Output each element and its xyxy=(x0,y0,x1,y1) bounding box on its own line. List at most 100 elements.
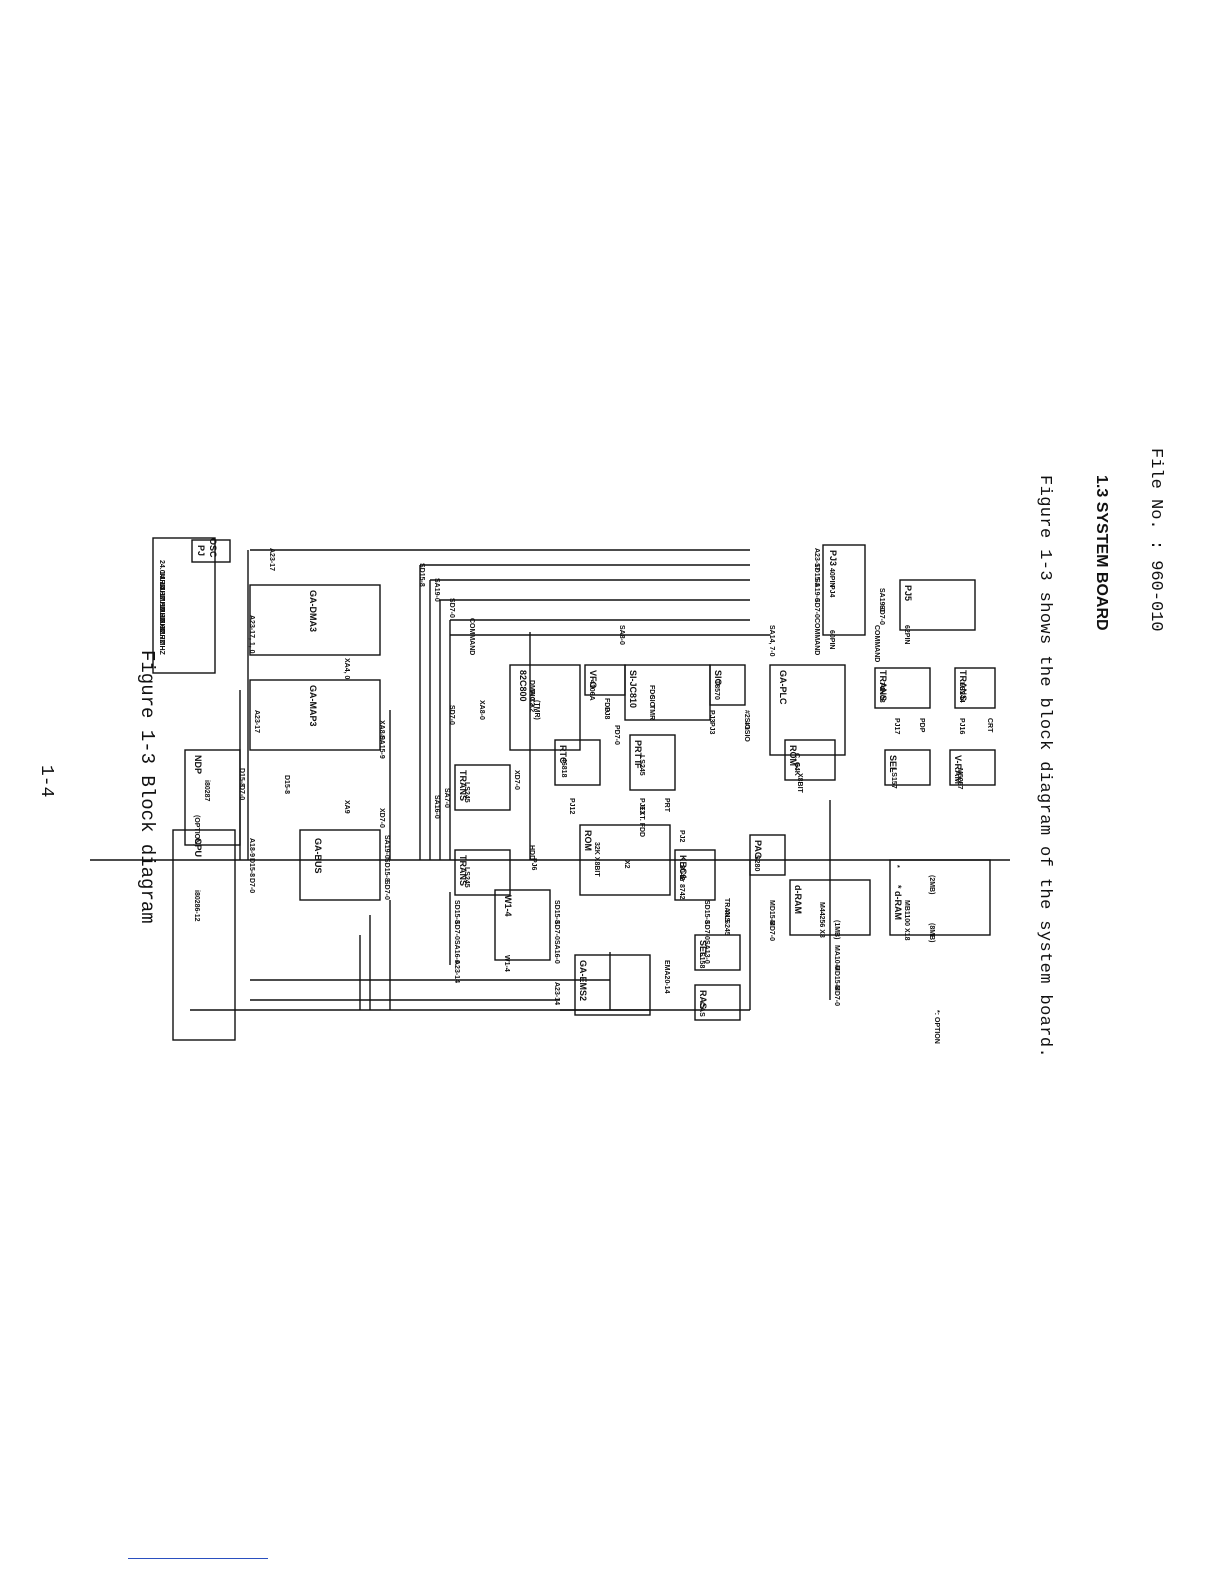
sig-sd7-0-top: SD7-0 xyxy=(448,598,455,618)
sig-a23-17-top: A23-17 xyxy=(268,548,275,571)
ga-plc-block xyxy=(769,664,846,756)
kbc-l1: 8042 xyxy=(678,865,685,881)
sig-xa4-0: XA4, 0 xyxy=(343,658,350,680)
trans-74h08-block xyxy=(874,667,931,709)
pj6: PJ6 xyxy=(530,858,537,871)
pdp: PDP xyxy=(918,718,925,733)
ndp-option: (OPTION) xyxy=(193,815,200,847)
fdd: FDD xyxy=(603,698,610,712)
c82c800-l3: (TMR) xyxy=(533,700,540,720)
sig-sa13-0: SA13-0 xyxy=(703,940,710,964)
trans-ls245a-block xyxy=(454,764,511,811)
osc-label: OSC xyxy=(208,538,218,558)
rom-label: ROM xyxy=(583,830,593,851)
sio-chip: T8570 xyxy=(713,680,720,700)
vfo-chip: 4106A xyxy=(588,680,595,701)
sig-sa15-9: SA15-9 xyxy=(378,735,385,759)
sig-xd7-0v: XD7-0 xyxy=(513,770,520,790)
sio-label: SIO xyxy=(713,670,723,686)
trans-ls245b-block xyxy=(454,849,511,896)
sel1-chip: LS157 xyxy=(890,768,897,789)
sig-sa19-0-top: SA19-0 xyxy=(433,578,440,602)
dram2-size-top: (2MB) xyxy=(928,875,935,894)
sig-a23-17-dma: A23-17, 1, 0 xyxy=(248,615,255,654)
dram1-label: d-RAM xyxy=(793,885,803,914)
c82c800-label: 82C800 xyxy=(518,670,528,702)
sig-d15-8a: D15-8 xyxy=(238,768,245,787)
pj3-label: PJ3 xyxy=(828,550,838,566)
cpu-label: CPU xyxy=(193,838,203,857)
pag-chip: S280 xyxy=(753,855,760,871)
sig-d15-8b: D15-8 xyxy=(248,858,255,877)
sig-md7-0b: MD7-0 xyxy=(833,985,840,1006)
pin62: 62PIN xyxy=(903,625,910,644)
osc-freqs-2: 14.3MHZ xyxy=(158,582,165,612)
sig-sd7-0-bus: SD7-0 xyxy=(383,880,390,900)
w1-4-block xyxy=(494,889,551,961)
kbc-block xyxy=(674,849,716,901)
trans-ls245b-label: TRANS xyxy=(458,855,468,886)
pj3a: PJ3 xyxy=(708,710,715,723)
pj3-pj4-block xyxy=(822,544,866,636)
pj16: PJ16 xyxy=(958,718,965,734)
trans-ls244-label: TRANS xyxy=(958,670,968,701)
sig-sd15-8-top: SD15-8 xyxy=(418,563,425,587)
vram-block xyxy=(949,749,996,786)
si-jc810-label: SI-JC810 xyxy=(628,670,638,708)
pj12: PJ12 xyxy=(568,798,575,814)
osc-freqs-3: 17.5MHZ xyxy=(158,593,165,623)
sio2: #2SIO xyxy=(743,710,750,730)
osc-block xyxy=(152,537,216,674)
hdd: HDD xyxy=(528,845,535,860)
sig-md15-8b: MD15-8 xyxy=(833,965,840,990)
bus-lines xyxy=(90,549,1010,1011)
sig-a23-14b: A23-14 xyxy=(553,982,560,1005)
pj-connector xyxy=(191,539,231,563)
pj8: PJ8 xyxy=(603,707,610,720)
sig-sa7-0: SA7-0 xyxy=(443,788,450,808)
ndp-block xyxy=(184,749,241,846)
sig-sa14-7-0: SA14, 7-0 xyxy=(768,625,775,657)
cpu-chip: i80286-12 xyxy=(193,890,200,922)
osc-freqs-0: 24.0MHZ xyxy=(158,560,165,590)
prt: PRT xyxy=(663,798,670,813)
trans-als: TRANS xyxy=(723,898,730,922)
dram2-size: (8MB) xyxy=(928,923,935,942)
sig-sd7-0-w: SD7-0 xyxy=(453,920,460,940)
pin60: 60PIN xyxy=(828,630,835,649)
trans1-chip: 74H08 xyxy=(878,682,885,703)
ga-map3-label: GA-MAP3 xyxy=(308,685,318,727)
vfo-label: VFO xyxy=(588,670,598,689)
rom-cg-block xyxy=(784,739,836,781)
sig-sd7-0-right: SD7-0 xyxy=(813,598,820,618)
sig-ma10-0: MA10-0 xyxy=(833,945,840,970)
sel-s158-label: SEL xyxy=(698,940,708,958)
cpu-block xyxy=(172,829,236,1041)
sig-command-right: COMMAND xyxy=(813,618,820,655)
option-note: *: OPTION xyxy=(933,1010,940,1044)
c82c800-l1: DMA X2 xyxy=(528,680,535,706)
pj3b: PJ3 xyxy=(708,722,715,735)
sig-xd7-0: XD7-0 xyxy=(378,808,385,828)
rom-l2: X2 xyxy=(623,860,630,869)
sig-xa8-0b: XA8-0 xyxy=(478,700,485,720)
trans-ls244-block xyxy=(954,667,996,709)
pag-label: PAG xyxy=(753,840,763,859)
ras-label: RAS xyxy=(698,990,708,1009)
sig-sd7-0-w2: SD7-0 xyxy=(553,920,560,940)
rom-cg-l1: C. G. xyxy=(793,753,800,769)
ga-plc-label: GA-PLC xyxy=(778,670,788,705)
sig-md7-0a: MD7-0 xyxy=(768,920,775,941)
sel-ls157-label: SEL xyxy=(888,755,898,773)
kbc-label: KBC1 xyxy=(678,855,688,880)
sig-d15-8v: D15-8 xyxy=(283,775,290,794)
prt-if-block xyxy=(629,734,676,791)
sig-xa9: XA9 xyxy=(343,800,350,814)
pj5-label: PJ5 xyxy=(903,585,913,601)
sig-md15-8a: MD15-8 xyxy=(768,900,775,925)
sig-a18-9: A18-9 xyxy=(248,838,255,857)
rtc-chip: 46818 xyxy=(560,758,567,778)
trans-als-chip: ALS245 xyxy=(723,910,730,936)
prt-if-chip: LS245 xyxy=(638,755,645,776)
